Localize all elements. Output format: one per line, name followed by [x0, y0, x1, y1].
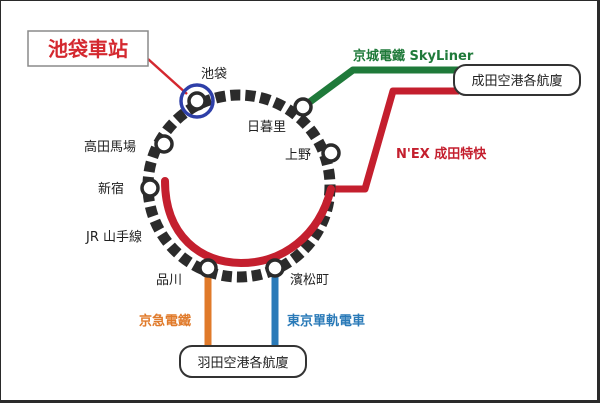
nex-line [331, 87, 459, 193]
highlight-label-box [27, 30, 149, 67]
station-label-shinjuku: 新宿 [98, 181, 124, 197]
station-marker-ikebukuro[interactable] [187, 91, 207, 111]
station-label-hamamatsucho: 濱松町 [290, 273, 329, 288]
highlight-pointer-line [147, 58, 188, 95]
haneda-airport-box[interactable] [179, 345, 307, 378]
haneda-airport-label: 羽田空港各航廈 [197, 355, 288, 371]
line-label-keikyu: 京急電鐵 [139, 313, 191, 329]
skyliner-line [300, 66, 459, 110]
narita-airport-label: 成田空港各航廈 [471, 73, 562, 89]
highlight-label: 池袋車站 [48, 37, 128, 61]
narita-airport-box[interactable] [453, 64, 581, 96]
station-label-nippori: 日暮里 [247, 120, 286, 135]
nex-loop-arc [161, 177, 335, 268]
station-label-shinagawa: 品川 [156, 273, 182, 288]
line-label-yamanote: JR 山手線 [85, 229, 142, 245]
yamanote-loop [142, 89, 336, 283]
line-label-monorail: 東京單軌電車 [287, 313, 365, 329]
highlight-ring-ikebukuro [179, 83, 215, 119]
line-label-skyliner: 京城電鐵 SkyLiner [353, 48, 474, 64]
station-marker-takadanobaba[interactable] [154, 134, 174, 154]
station-label-takadanobaba: 高田馬場 [84, 139, 136, 155]
station-marker-nippori[interactable] [293, 97, 313, 117]
station-marker-ueno[interactable] [321, 143, 341, 163]
station-marker-shinjuku[interactable] [140, 178, 160, 198]
station-label-ueno: 上野 [285, 148, 311, 163]
station-label-ikebukuro: 池袋 [201, 67, 227, 82]
station-marker-hamamatsucho[interactable] [265, 258, 285, 278]
line-label-nex: N'EX 成田特快 [396, 146, 487, 162]
station-marker-shinagawa[interactable] [198, 258, 218, 278]
